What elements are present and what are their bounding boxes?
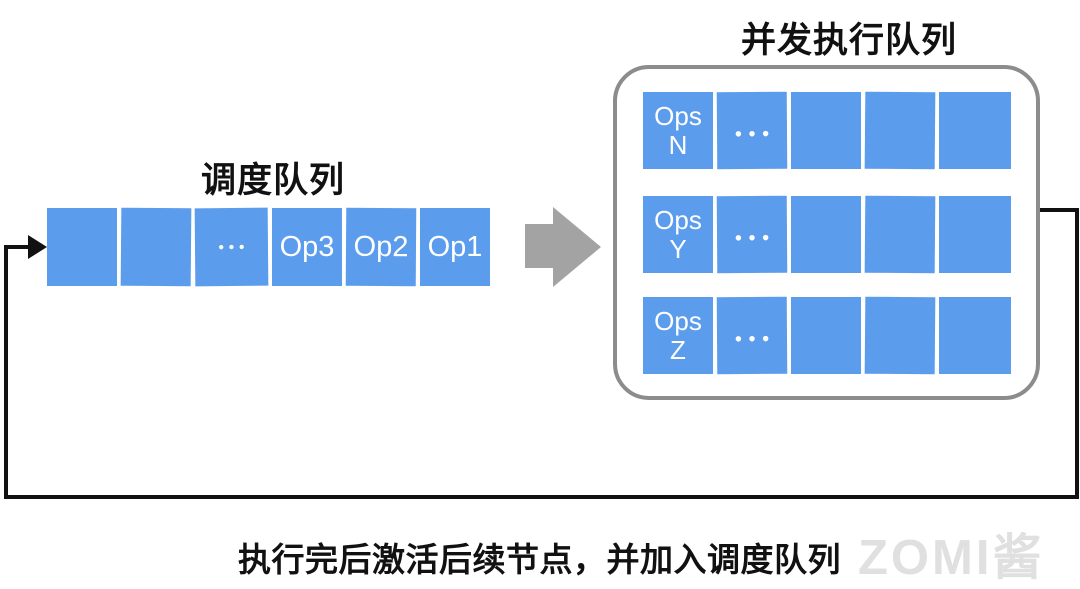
concurrent-queue-title: 并发执行队列: [741, 21, 958, 60]
queue-cell-empty: [939, 297, 1011, 374]
ellipsis-icon: •••: [734, 123, 777, 145]
ellipsis-icon: •••: [218, 238, 250, 256]
ops-label: Ops N: [654, 100, 702, 160]
ops-label-bottom: N: [668, 129, 688, 160]
ops-label-top: Ops: [654, 204, 702, 235]
ops-label-top: Ops: [654, 305, 702, 336]
ops-label: Ops Z: [654, 305, 702, 365]
queue-cell-empty: [791, 297, 861, 374]
op-label: Op1: [427, 230, 483, 263]
queue-cell-empty: [864, 296, 936, 375]
queue-cell-empty: [939, 196, 1011, 273]
queue-cell-empty: [791, 196, 861, 273]
op-label: Op3: [279, 230, 335, 263]
queue-cell-ellipsis: •••: [716, 296, 788, 375]
schedule-queue-title: 调度队列: [201, 161, 346, 200]
ellipsis-icon: •••: [734, 227, 777, 249]
execution-row-z: Ops Z •••: [643, 296, 1011, 375]
ops-label-cell: Ops N: [643, 92, 713, 169]
ops-label-bottom: Y: [669, 233, 687, 264]
caption: 执行完后激活后续节点，并加入调度队列: [238, 541, 841, 578]
execution-row-n: Ops N •••: [643, 91, 1011, 170]
ops-label-bottom: Z: [670, 334, 686, 365]
flow-arrow-icon: [525, 207, 601, 287]
queue-cell-empty: [791, 92, 861, 169]
queue-cell-empty: [864, 195, 936, 274]
queue-cell-empty: [939, 92, 1011, 169]
queue-cell-op3: Op3: [272, 208, 342, 286]
loop-arrowhead-icon: [28, 235, 47, 259]
queue-cell-op2: Op2: [345, 207, 417, 287]
queue-cell-empty: [47, 208, 117, 286]
ops-label: Ops Y: [654, 204, 702, 264]
ellipsis-icon: •••: [734, 328, 777, 350]
ops-label-cell: Ops Y: [643, 196, 713, 273]
op-label: Op2: [353, 230, 409, 263]
queue-cell-ellipsis: •••: [194, 207, 269, 287]
concurrent-queue-panel: Ops N ••• Ops Y ••• Ops Z: [613, 65, 1040, 400]
schedule-queue: ••• Op3 Op2 Op1: [47, 207, 490, 287]
queue-cell-op1: Op1: [420, 208, 490, 286]
ops-label-top: Ops: [654, 100, 702, 131]
queue-cell-ellipsis: •••: [716, 91, 788, 170]
ops-label-cell: Ops Z: [643, 297, 713, 374]
queue-cell-ellipsis: •••: [716, 195, 788, 274]
queue-cell-empty: [120, 207, 192, 287]
watermark: ZOMI酱: [858, 531, 1045, 585]
execution-row-y: Ops Y •••: [643, 195, 1011, 274]
queue-cell-empty: [864, 91, 936, 170]
